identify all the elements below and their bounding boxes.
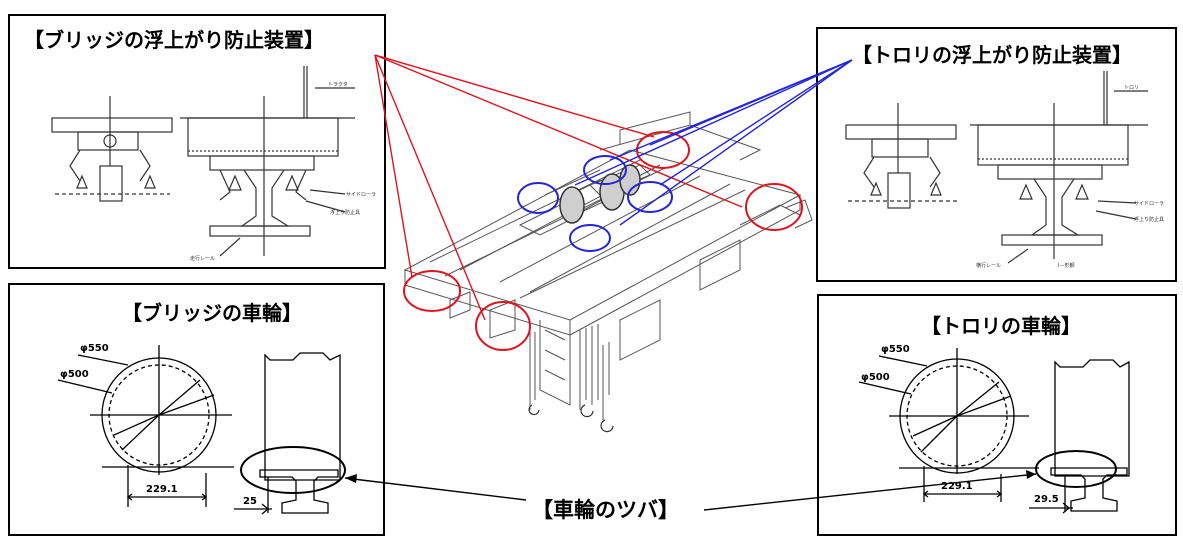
trolley-pointer-lines: [574, 59, 853, 226]
trolley-wheel-panel: 【トロリの車輪】 φ550 φ500 229.1: [817, 294, 1177, 536]
flange-arrowheads: [345, 470, 1036, 483]
bridge-wheel-dim-inner: φ500: [60, 369, 89, 380]
svg-text:トラクタ: トラクタ: [328, 81, 348, 88]
trolley-wheel-dim-gap: 29.5: [1034, 494, 1059, 505]
overhead-crane-drawing: [403, 111, 813, 420]
wheel-flange-caption: 【車輪のツバ】: [532, 498, 679, 522]
trolley-uplift-panel: 【トロリの浮上がり防止装置】 トロリ サイドロ: [816, 27, 1177, 282]
svg-text:トロリ: トロリ: [1124, 85, 1139, 91]
bridge-wheel-dim-gap: 25: [243, 496, 257, 507]
trolley-marker-ellipses: [517, 155, 673, 252]
svg-text:I－形鋼: I－形鋼: [1058, 262, 1074, 269]
svg-text:サイドローラ: サイドローラ: [346, 192, 376, 198]
crane-hooks: [528, 404, 614, 433]
flange-callouts: [240, 446, 1117, 511]
bridge-wheel-drawing: φ550 φ500 229.1 25: [57, 343, 341, 515]
bridge-uplift-title: 【ブリッジの浮上がり防止装置】: [24, 28, 324, 52]
bridge-uplift-panel: 【ブリッジの浮上がり防止装置】: [8, 14, 386, 269]
bridge-wheel-dim-width: 229.1: [146, 484, 178, 495]
svg-text:浮上り防止具: 浮上り防止具: [1134, 216, 1164, 223]
bridge-marker-ellipses: [403, 131, 803, 351]
trolley-wheel-title: 【トロリの車輪】: [921, 314, 1081, 338]
trolley-uplift-drawing: トロリ サイドローラ 浮上り防止具 横行レール I－形鋼: [845, 71, 1164, 269]
svg-text:走行レール: 走行レール: [190, 255, 215, 262]
trolley-uplift-title: 【トロリの浮上がり防止装置】: [852, 43, 1132, 67]
svg-text:横行レール: 横行レール: [976, 262, 1001, 269]
bridge-wheel-title: 【ブリッジの車輪】: [122, 301, 302, 325]
trolley-wheel-dim-outer: φ550: [881, 344, 910, 355]
trolley-wheel-dim-width: 229.1: [941, 481, 973, 492]
trolley-wheel-drawing: φ550 φ500 229.1 29.5: [858, 344, 1130, 514]
trolley-wheel-dim-inner: φ500: [861, 372, 890, 383]
bridge-wheel-dim-outer: φ550: [80, 343, 109, 354]
bridge-wheel-panel: 【ブリッジの車輪】 φ550 φ500 229.: [8, 283, 385, 536]
svg-text:サイドローラ: サイドローラ: [1134, 201, 1164, 207]
bridge-pointer-lines: [374, 54, 743, 321]
svg-text:浮上り防止具: 浮上り防止具: [330, 209, 360, 216]
bridge-uplift-drawing: トラクタ サイドローラ 浮上り防止具 走行レール: [51, 66, 376, 262]
